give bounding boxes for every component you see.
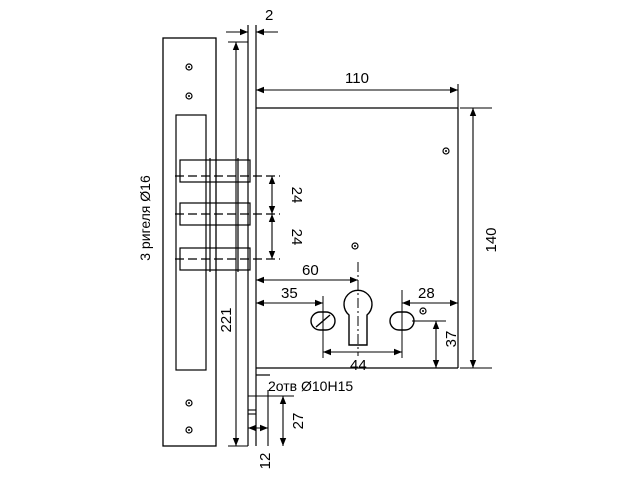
bolt-1 xyxy=(179,159,251,183)
dim-plate-offset: 2 xyxy=(265,7,273,24)
faceplate-screws xyxy=(185,63,193,434)
dimension-lines xyxy=(226,28,492,447)
dim-bottom-hole-distance: 27 xyxy=(290,413,307,430)
dim-case-width: 110 xyxy=(345,70,369,87)
dim-bottom-hole-edge: 12 xyxy=(257,453,274,470)
faceplate-outline xyxy=(162,37,217,447)
faceplate xyxy=(162,37,217,447)
mounting-holes xyxy=(310,290,415,358)
side-plate xyxy=(247,25,257,446)
faceplate-window xyxy=(175,114,207,371)
dim-plate-length: 221 xyxy=(218,307,235,332)
dim-hole-height: 37 xyxy=(443,331,460,348)
note-holes: 2отв Ø10Н15 xyxy=(268,378,353,394)
dim-bolt-spacing-2: 24 xyxy=(288,229,305,246)
case-screws xyxy=(351,147,450,315)
dim-right-hole-offset: 28 xyxy=(418,285,435,302)
lock-case xyxy=(256,107,459,376)
dim-backset: 60 xyxy=(302,262,319,279)
dim-case-height: 140 xyxy=(483,227,500,252)
dim-hole-spacing: 44 xyxy=(350,357,367,374)
bolts xyxy=(175,158,280,272)
dim-bolt-spacing-1: 24 xyxy=(288,187,305,204)
note-bolts: 3 ригеля Ø16 xyxy=(137,175,153,261)
dim-left-hole-offset: 35 xyxy=(281,285,298,302)
cylinder-keyhole xyxy=(343,289,373,346)
